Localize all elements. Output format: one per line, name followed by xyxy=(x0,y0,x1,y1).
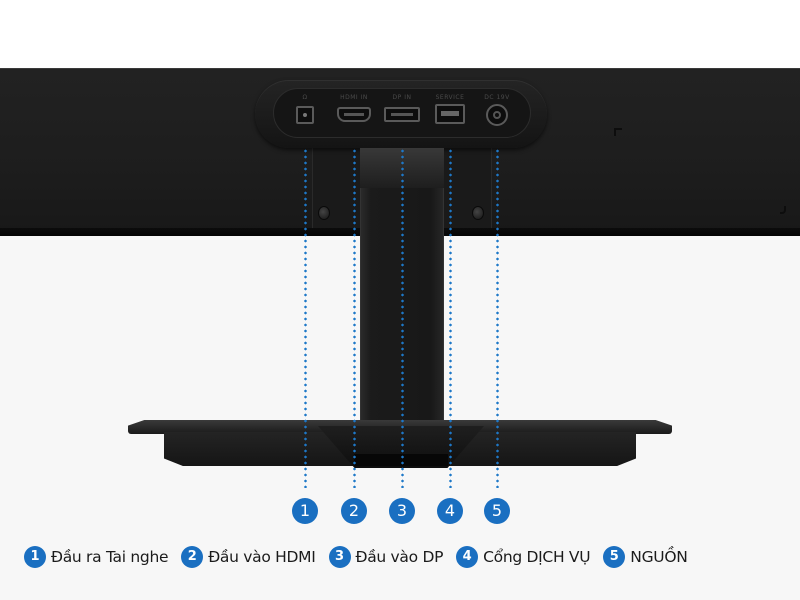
leader-line-4 xyxy=(449,148,452,488)
displayport-icon xyxy=(384,107,420,122)
hdmi-port-icon xyxy=(337,107,371,122)
legend-label: Đầu vào HDMI xyxy=(208,548,316,566)
legend-number: 5 xyxy=(603,546,626,568)
callout-number-3: 3 xyxy=(389,498,415,524)
port-marking-4: SERVICE xyxy=(435,94,465,101)
port-marking-3: DP IN xyxy=(392,94,412,101)
legend-label: Đầu vào DP xyxy=(355,548,444,566)
legend: 1 Đầu ra Tai nghe 2 Đầu vào HDMI 3 Đầu v… xyxy=(24,544,701,570)
leader-line-2 xyxy=(353,148,356,488)
headphone-jack-icon xyxy=(296,106,314,124)
legend-item-power: 5 NGUỒN xyxy=(603,546,688,568)
legend-label: Đầu ra Tai nghe xyxy=(51,548,169,566)
legend-item-dp: 3 Đầu vào DP xyxy=(328,546,444,568)
legend-number: 1 xyxy=(24,546,46,568)
screw-icon xyxy=(472,206,484,220)
leader-line-5 xyxy=(496,148,499,488)
legend-item-hdmi: 2 Đầu vào HDMI xyxy=(181,546,316,568)
top-background xyxy=(0,0,800,68)
legend-number: 2 xyxy=(181,546,204,568)
leader-line-1 xyxy=(304,148,307,488)
port-marking-5: DC 19V xyxy=(484,94,510,101)
screw-icon xyxy=(318,206,330,220)
legend-number: 3 xyxy=(328,546,351,568)
legend-number: 4 xyxy=(456,546,479,568)
port-marking-1: Ω xyxy=(302,94,308,101)
corner-mark-icon xyxy=(614,128,622,136)
callout-number-1: 1 xyxy=(292,498,318,524)
legend-item-headphone: 1 Đầu ra Tai nghe xyxy=(24,546,169,568)
callout-number-2: 2 xyxy=(341,498,367,524)
port-marking-2: HDMI IN xyxy=(340,94,368,101)
callout-number-4: 4 xyxy=(437,498,463,524)
dc-power-port-icon xyxy=(486,104,508,126)
legend-label: NGUỒN xyxy=(630,548,688,566)
corner-mark-icon xyxy=(780,206,786,214)
legend-label: Cổng DỊCH VỤ xyxy=(483,548,591,566)
usb-port-icon xyxy=(435,104,465,124)
leader-line-3 xyxy=(401,148,404,488)
legend-item-service: 4 Cổng DỊCH VỤ xyxy=(456,546,591,568)
callout-number-5: 5 xyxy=(484,498,510,524)
